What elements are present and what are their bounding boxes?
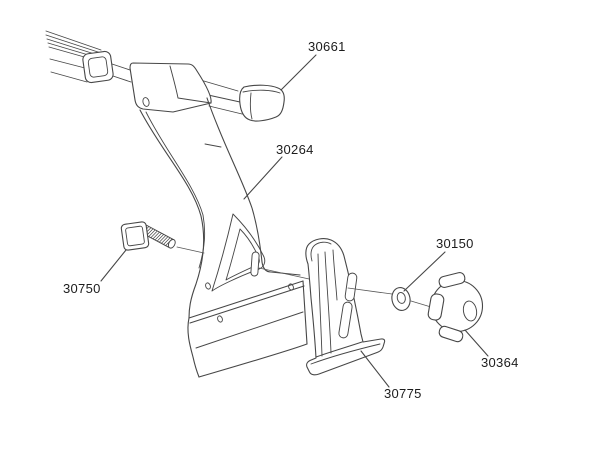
knob	[427, 272, 484, 343]
part-label-washer: 30150	[436, 236, 474, 251]
part-label-foot-housing: 30264	[276, 142, 314, 157]
part-label-end-cap: 30661	[308, 39, 346, 54]
leader-30750	[100, 249, 127, 282]
leader-30661	[280, 54, 317, 91]
leader-30364	[464, 329, 489, 357]
washer	[391, 287, 411, 311]
foot-base-plate	[187, 280, 308, 378]
leader-30775	[360, 350, 390, 388]
axis-line-washer-to-knob	[410, 300, 432, 308]
leader-lines	[100, 54, 489, 388]
foot-housing-leg	[139, 97, 301, 319]
leader-30150	[403, 251, 446, 292]
end-cap	[239, 84, 285, 122]
axis-line-bracket-to-washer	[347, 287, 393, 295]
foot-housing-head	[129, 62, 212, 113]
part-label-knob: 30364	[481, 355, 519, 370]
t-bolt	[120, 221, 176, 251]
clamp-bracket	[305, 238, 386, 376]
part-label-clamp-bracket: 30775	[384, 386, 422, 401]
part-label-t-bolt: 30750	[63, 281, 101, 296]
leader-30264	[243, 156, 283, 200]
